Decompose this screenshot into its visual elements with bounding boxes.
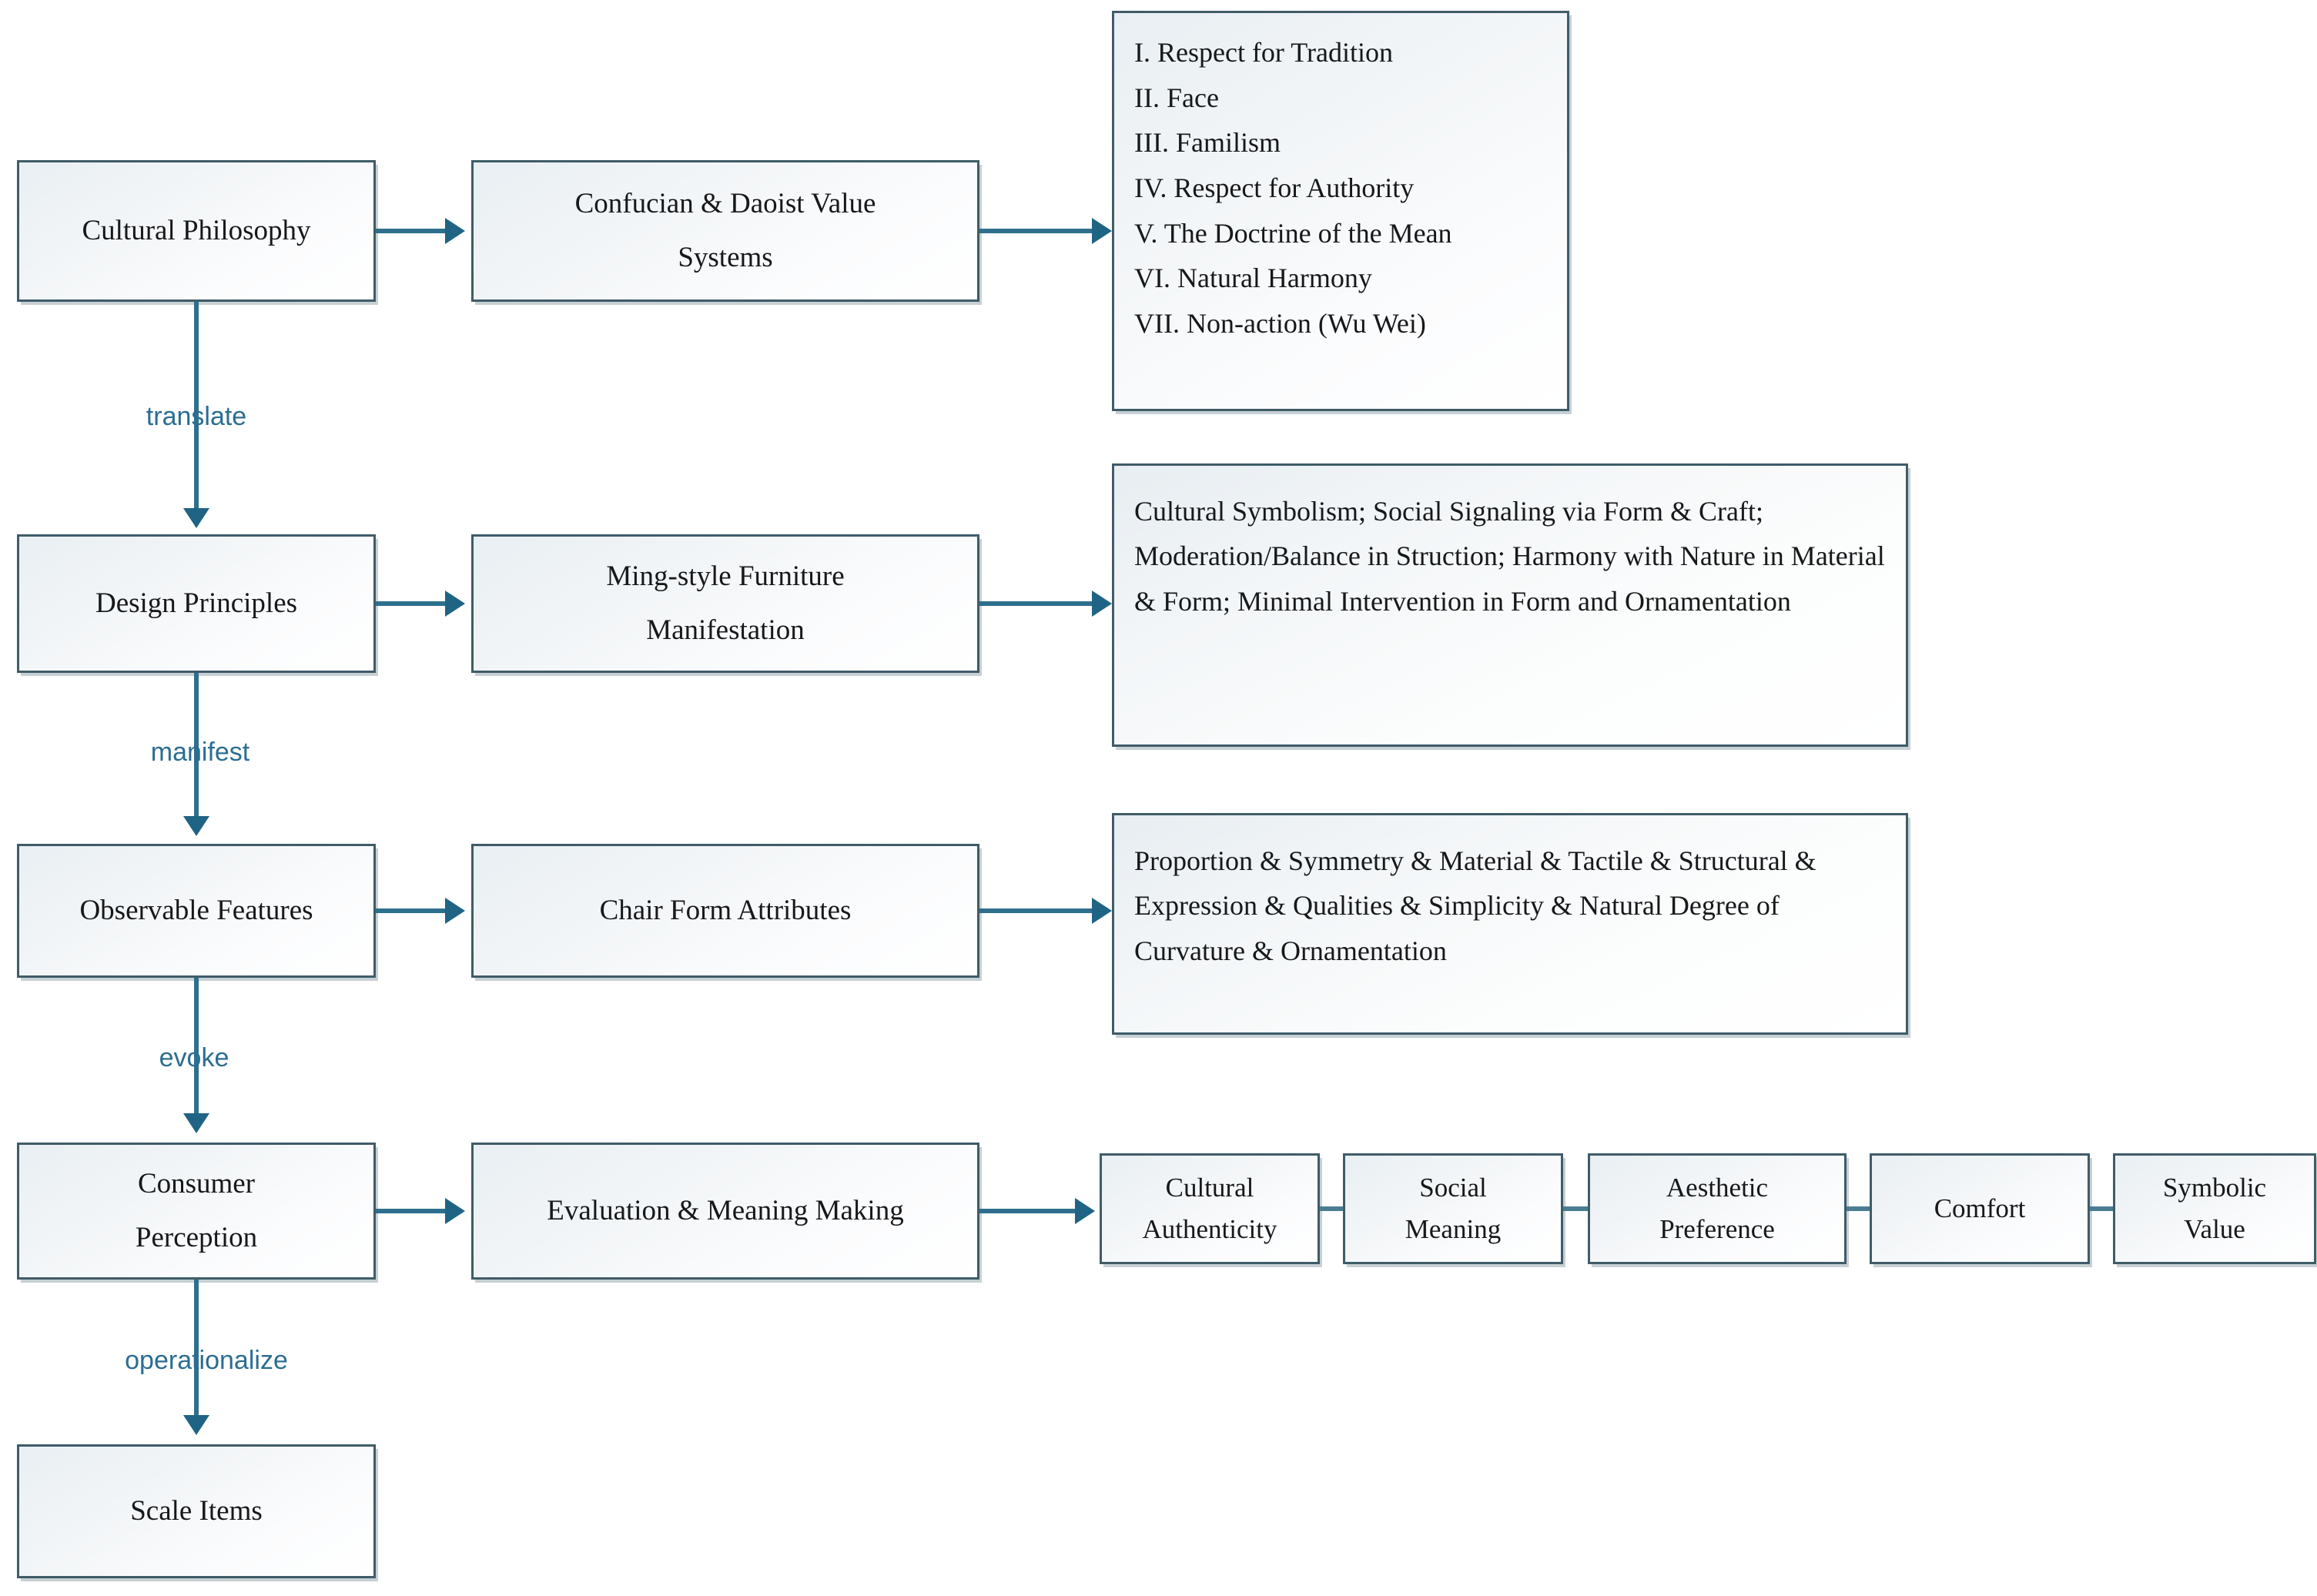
arrowhead-of-to-chair: [445, 898, 465, 924]
node-label: Scale Items: [130, 1494, 263, 1527]
node-label: Ming-style Furniture Manifestation: [606, 560, 845, 646]
list-item: IV. Respect for Authority: [1134, 172, 1415, 204]
connector-cp-to-scale: [194, 1280, 199, 1418]
node-label: Consumer Perception: [135, 1167, 258, 1253]
node-ming-style-furniture-manifestation[interactable]: Ming-style Furniture Manifestation: [471, 534, 979, 673]
node-cultural-authenticity[interactable]: Cultural Authenticity: [1100, 1153, 1320, 1264]
node-label: Chair Form Attributes: [599, 894, 852, 926]
arrowhead-ming-to-detail: [1092, 591, 1112, 617]
node-consumer-perception[interactable]: Consumer Perception: [17, 1143, 376, 1280]
node-label: Evaluation & Meaning Making: [547, 1194, 904, 1226]
node-value-systems-list[interactable]: I. Respect for Tradition II. Face III. F…: [1112, 11, 1569, 411]
list-item: V. The Doctrine of the Mean: [1134, 217, 1452, 249]
edge-label-manifest: manifest: [150, 738, 250, 767]
connector-facet-2-3: [1563, 1206, 1588, 1211]
node-chair-attributes-detail[interactable]: Proportion & Symmetry & Material & Tacti…: [1112, 813, 1908, 1035]
node-label: Social Meaning: [1405, 1172, 1502, 1244]
arrowhead-cp-to-dp: [183, 508, 209, 528]
node-label: Symbolic Value: [2162, 1172, 2267, 1244]
node-label: Confucian & Daoist Value Systems: [574, 187, 876, 273]
node-design-principles[interactable]: Design Principles: [17, 534, 376, 673]
arrowhead-chair-to-detail: [1092, 898, 1112, 924]
node-design-principles-detail[interactable]: Cultural Symbolism; Social Signaling via…: [1112, 463, 1908, 747]
node-scale-items[interactable]: Scale Items: [17, 1444, 376, 1578]
arrowhead-evaluation-to-facets: [1075, 1198, 1095, 1224]
connector-dp-to-of: [194, 673, 199, 819]
edge-label-evoke: evoke: [159, 1043, 229, 1072]
detail-text: Cultural Symbolism; Social Signaling via…: [1134, 496, 1885, 617]
arrowhead-cp-to-scale: [183, 1415, 209, 1435]
list-item: II. Face: [1134, 82, 1219, 113]
connector-cp-to-dp: [194, 302, 199, 511]
arrowhead-cp-to-evaluation: [445, 1198, 465, 1224]
node-label: Aesthetic Preference: [1659, 1172, 1775, 1244]
arrowhead-dp-to-ming: [445, 591, 465, 617]
connector-cp-to-evaluation: [376, 1209, 447, 1213]
node-observable-features[interactable]: Observable Features: [17, 844, 376, 978]
edge-label-operationalize: operationalize: [125, 1346, 288, 1375]
connector-facet-4-5: [2090, 1206, 2113, 1211]
connector-evaluation-to-facets: [979, 1209, 1080, 1213]
connector-ming-to-detail: [979, 601, 1095, 606]
connector-of-to-chair: [376, 908, 447, 913]
arrowhead-of-to-cp: [183, 1113, 209, 1133]
arrowhead-cp-to-confucian: [445, 218, 465, 244]
list-item: VII. Non-action (Wu Wei): [1134, 308, 1426, 340]
connector-confucian-to-list: [979, 229, 1095, 233]
node-label: Cultural Authenticity: [1142, 1172, 1277, 1244]
node-evaluation-meaning-making[interactable]: Evaluation & Meaning Making: [471, 1143, 979, 1280]
node-comfort[interactable]: Comfort: [1870, 1153, 2090, 1264]
node-social-meaning[interactable]: Social Meaning: [1343, 1153, 1563, 1264]
connector-facet-3-4: [1847, 1206, 1870, 1211]
node-label: Design Principles: [95, 587, 298, 619]
list-item: I. Respect for Tradition: [1134, 37, 1393, 68]
edge-label-translate: translate: [146, 402, 247, 431]
node-label: Cultural Philosophy: [82, 214, 311, 246]
list-item: VI. Natural Harmony: [1134, 263, 1372, 294]
node-label: Comfort: [1934, 1193, 2026, 1223]
connector-cp-to-confucian: [376, 229, 447, 233]
connector-dp-to-ming: [376, 601, 447, 606]
node-symbolic-value[interactable]: Symbolic Value: [2113, 1153, 2316, 1264]
node-confucian-daoist-value-systems[interactable]: Confucian & Daoist Value Systems: [471, 160, 979, 302]
node-cultural-philosophy[interactable]: Cultural Philosophy: [17, 160, 376, 302]
connector-facet-1-2: [1320, 1206, 1343, 1211]
arrowhead-confucian-to-list: [1092, 218, 1112, 244]
list-item: III. Familism: [1134, 127, 1281, 159]
arrowhead-dp-to-of: [183, 816, 209, 836]
node-label: Observable Features: [79, 894, 313, 926]
node-chair-form-attributes[interactable]: Chair Form Attributes: [471, 844, 979, 978]
connector-chair-to-detail: [979, 908, 1095, 913]
connector-of-to-cp: [194, 978, 199, 1116]
node-aesthetic-preference[interactable]: Aesthetic Preference: [1588, 1153, 1847, 1264]
detail-text: Proportion & Symmetry & Material & Tacti…: [1134, 845, 1816, 966]
